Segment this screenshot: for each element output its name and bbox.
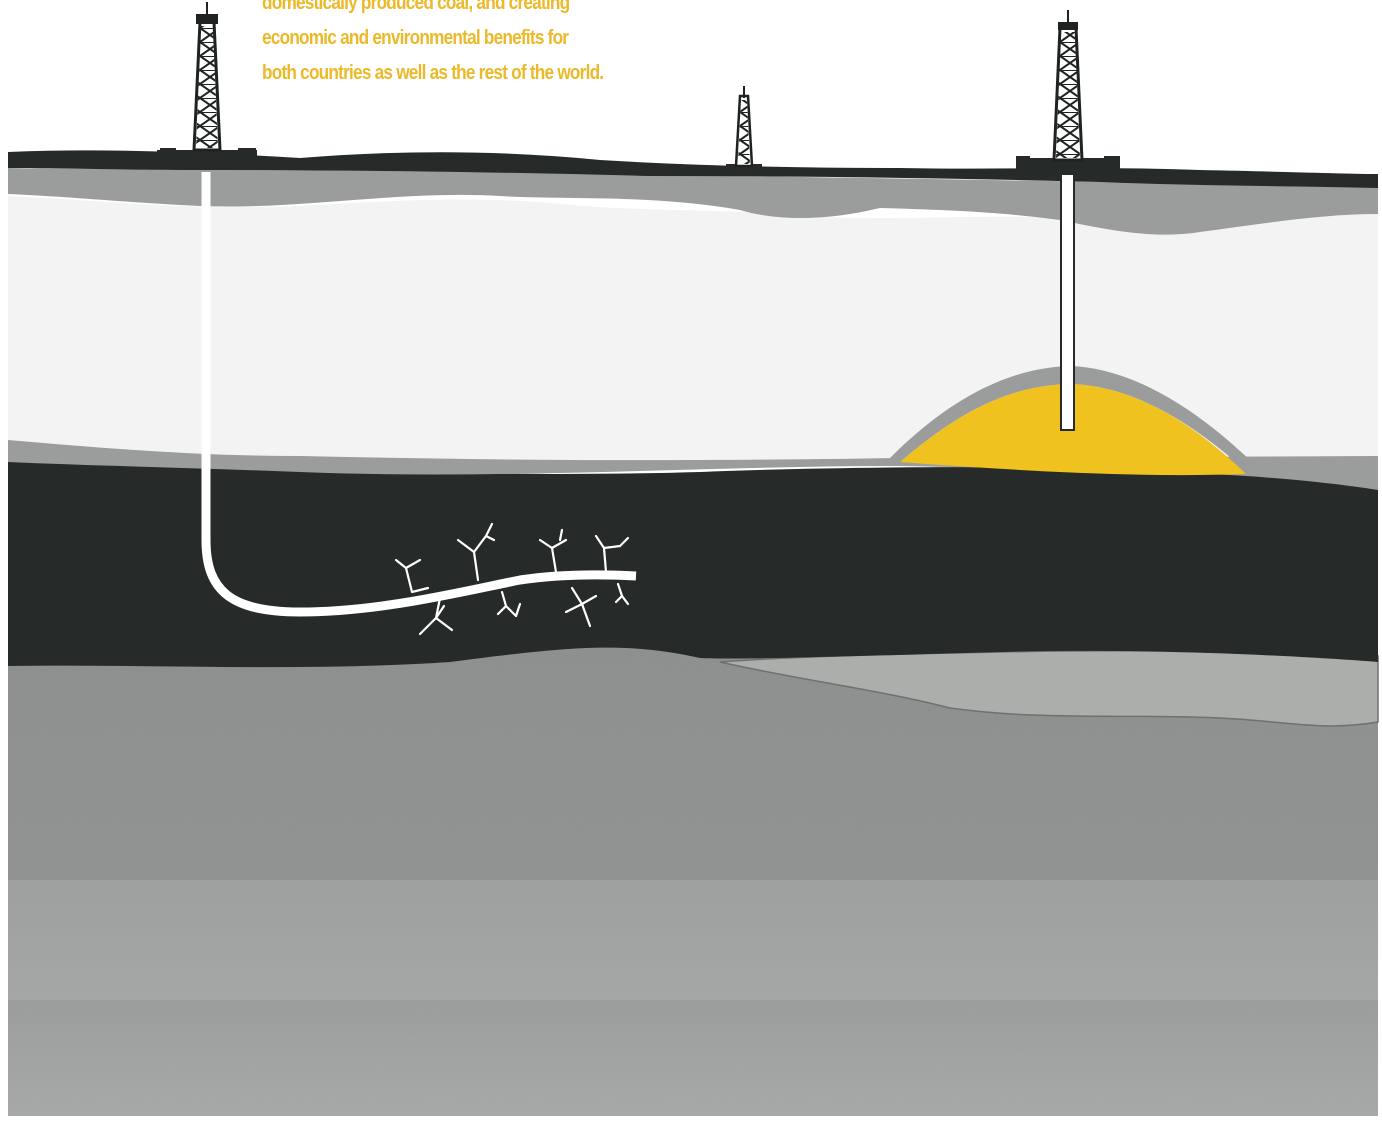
deep-rock-texture bbox=[8, 640, 1378, 1116]
lower-shale-layer bbox=[8, 440, 1378, 490]
caption-line: domestically produced coal, and creating bbox=[262, 0, 570, 14]
surface-soil-layer bbox=[8, 150, 1378, 188]
right-drilling-rig bbox=[1016, 10, 1120, 172]
caption-text: domestically produced coal, and creating… bbox=[262, 0, 604, 91]
deep-rock-band bbox=[8, 880, 1378, 1000]
fracture-network bbox=[394, 522, 630, 636]
center-drilling-rig bbox=[726, 86, 762, 170]
left-drilling-rig bbox=[157, 2, 257, 166]
upper-shale-layer bbox=[8, 168, 1378, 235]
caption-line: both countries as well as the rest of th… bbox=[262, 62, 604, 84]
gas-cap-shale bbox=[890, 366, 1260, 474]
vertical-well bbox=[1060, 173, 1075, 431]
caption-line: economic and environmental benefits for bbox=[262, 27, 569, 49]
horizontal-well bbox=[201, 172, 637, 617]
coal-seam-layer bbox=[8, 452, 1378, 668]
